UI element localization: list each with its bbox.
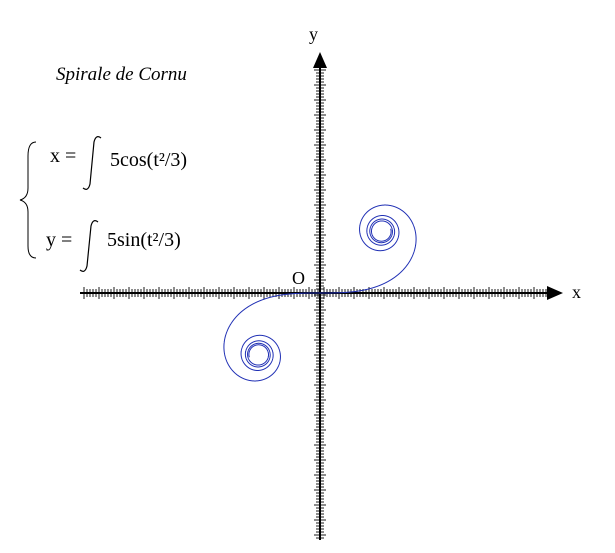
equation-y-lhs: y = <box>46 229 73 251</box>
integral-sign-x <box>82 136 102 190</box>
y-axis-label: y <box>309 24 318 44</box>
integral-sign-y <box>79 220 99 272</box>
x-axis-ticks <box>83 287 547 299</box>
y-axis-ticks <box>314 69 326 539</box>
x-axis-arrow <box>547 286 563 300</box>
diagram-title: Spirale de Cornu <box>56 64 187 85</box>
equation-brace <box>19 141 37 259</box>
equation-x-rhs: 5cos(t²/3) <box>110 149 188 171</box>
origin-label: O <box>292 268 305 288</box>
y-axis-arrow <box>313 52 327 68</box>
equation-y-rhs: 5sin(t²/3) <box>107 229 181 251</box>
x-axis-label: x <box>572 282 581 302</box>
cornu-spiral-curve <box>223 204 417 382</box>
axes <box>80 52 563 540</box>
equation-x-lhs: x = <box>50 145 77 167</box>
